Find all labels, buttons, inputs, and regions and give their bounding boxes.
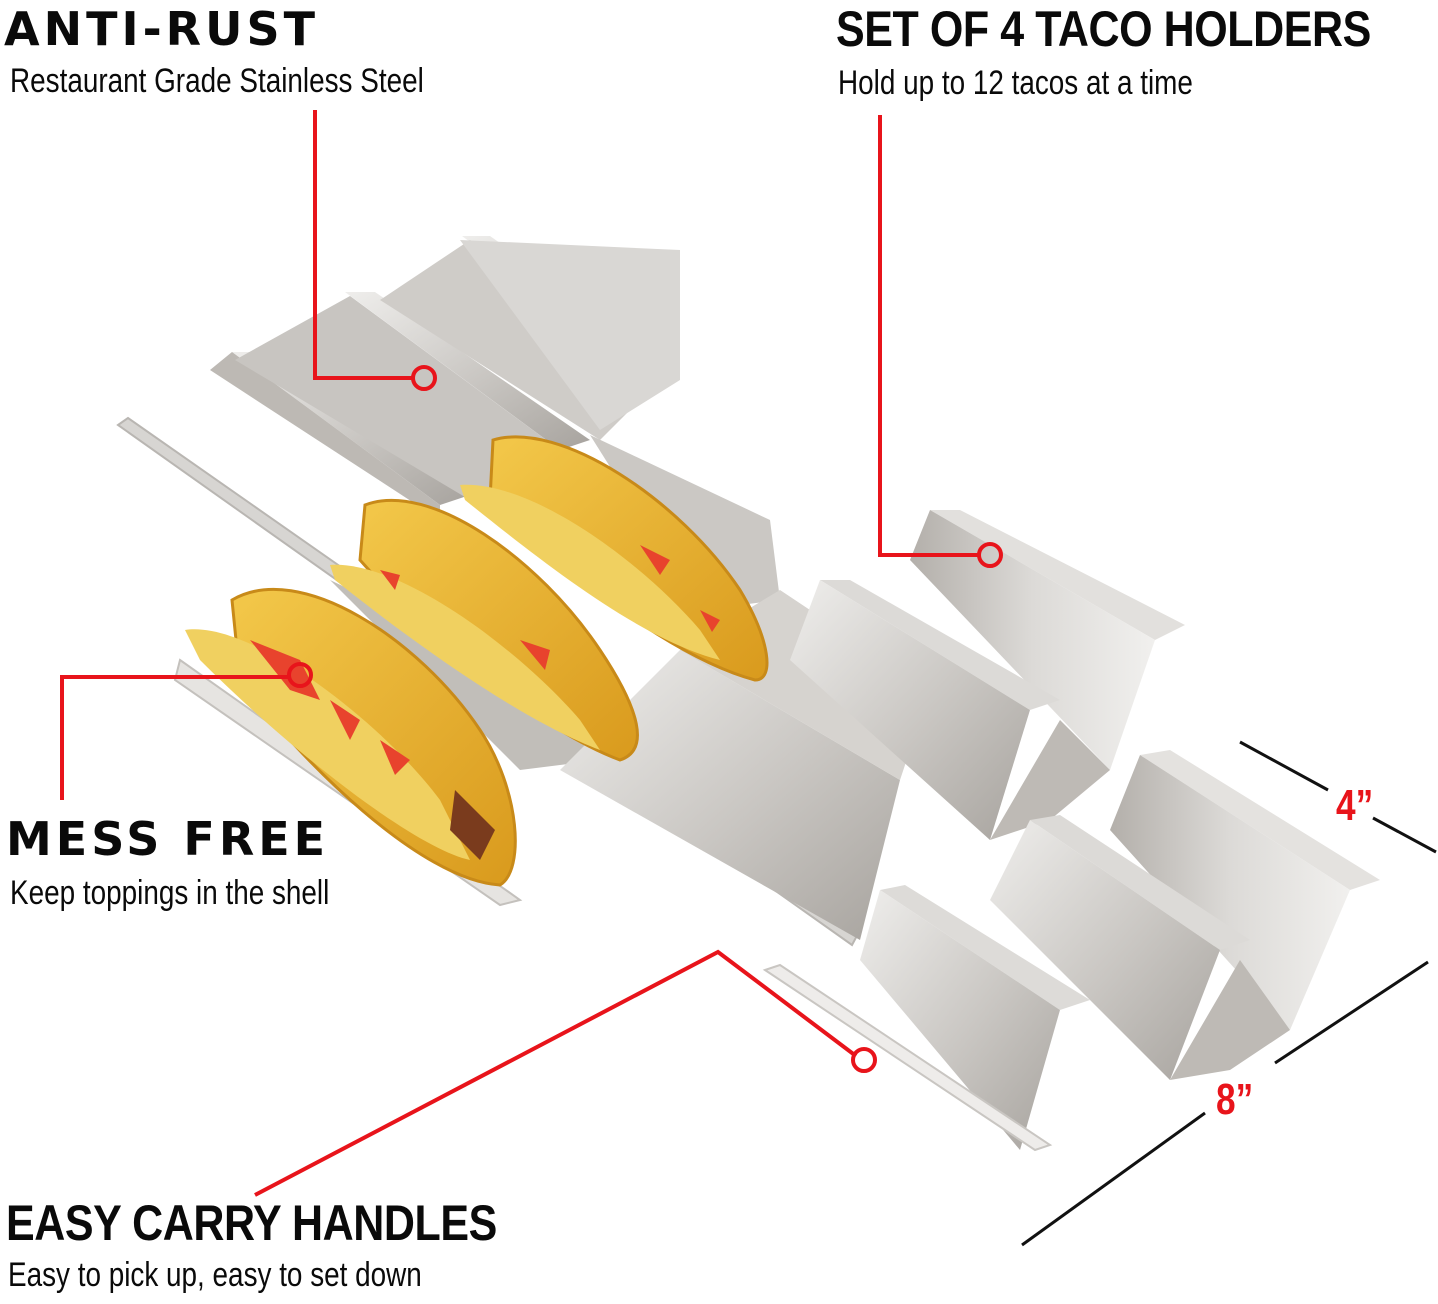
taco-shells <box>185 435 769 887</box>
anti-rust-subtitle: Restaurant Grade Stainless Steel <box>10 62 424 100</box>
mess-free-subtitle: Keep toppings in the shell <box>10 874 330 912</box>
callout-dot-mess-free <box>287 662 313 688</box>
callout-dot-anti-rust <box>411 365 437 391</box>
set-of-4-title: SET OF 4 TACO HOLDERS <box>836 1 1371 57</box>
callout-lines <box>60 110 1003 1197</box>
callout-line-anti-rust <box>313 110 412 380</box>
dimension-lines <box>1021 740 1437 1247</box>
callout-line-set-of-4 <box>878 115 978 557</box>
holder-middle-right <box>790 510 1185 840</box>
callout-line-mess-free <box>60 675 288 800</box>
callout-line-easy-carry <box>254 949 858 1197</box>
length-dimension-label: 8” <box>1216 1075 1254 1124</box>
mess-free-title: MESS FREE <box>6 812 330 866</box>
set-of-4-subtitle: Hold up to 12 tacos at a time <box>838 64 1193 102</box>
callout-dot-easy-carry <box>851 1047 877 1073</box>
easy-carry-title: EASY CARRY HANDLES <box>6 1195 497 1251</box>
easy-carry-subtitle: Easy to pick up, easy to set down <box>8 1256 422 1294</box>
holder-bottom-right <box>762 750 1380 1152</box>
anti-rust-title: ANTI-RUST <box>4 2 319 56</box>
callout-dot-set-of-4 <box>977 542 1003 568</box>
width-dimension-label: 4” <box>1336 781 1374 830</box>
